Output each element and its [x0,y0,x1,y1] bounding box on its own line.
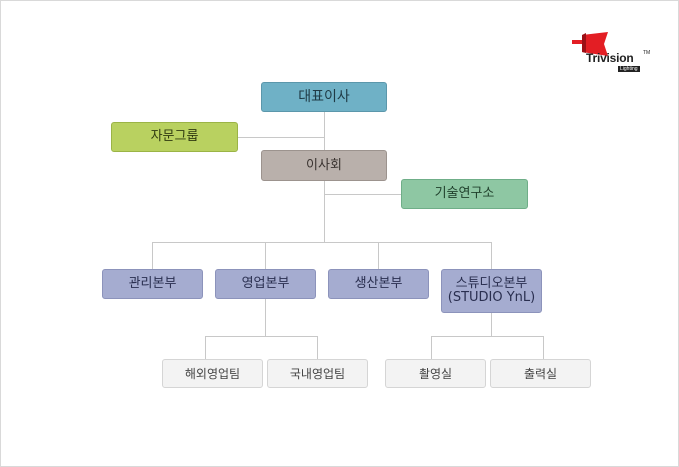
division-studio-sublabel: (STUDIO YnL) [447,290,536,305]
advisory-group-box: 자문그룹 [111,122,238,152]
logo-brand-text: Trivision [586,51,634,65]
team-print-room-box: 출력실 [490,359,591,388]
logo-flag-icon [572,32,608,56]
trivision-logo: Trivision TM Lighting [572,30,652,74]
team-overseas-sales-box: 해외영업팀 [162,359,263,388]
team-domestic-sales-box: 국내영업팀 [267,359,368,388]
division-studio-label: 스튜디오본부 [455,276,528,291]
division-management-box: 관리본부 [102,269,203,299]
board-box: 이사회 [261,150,387,181]
division-studio-box: 스튜디오본부 (STUDIO YnL) [441,269,542,313]
division-sales-box: 영업본부 [215,269,316,299]
team-photo-studio-box: 촬영실 [385,359,486,388]
research-lab-box: 기술연구소 [401,179,528,209]
ceo-box: 대표이사 [261,82,387,112]
division-production-box: 생산본부 [328,269,429,299]
logo-sub-text: Lighting [618,66,640,72]
logo-tm-mark: TM [643,50,651,56]
